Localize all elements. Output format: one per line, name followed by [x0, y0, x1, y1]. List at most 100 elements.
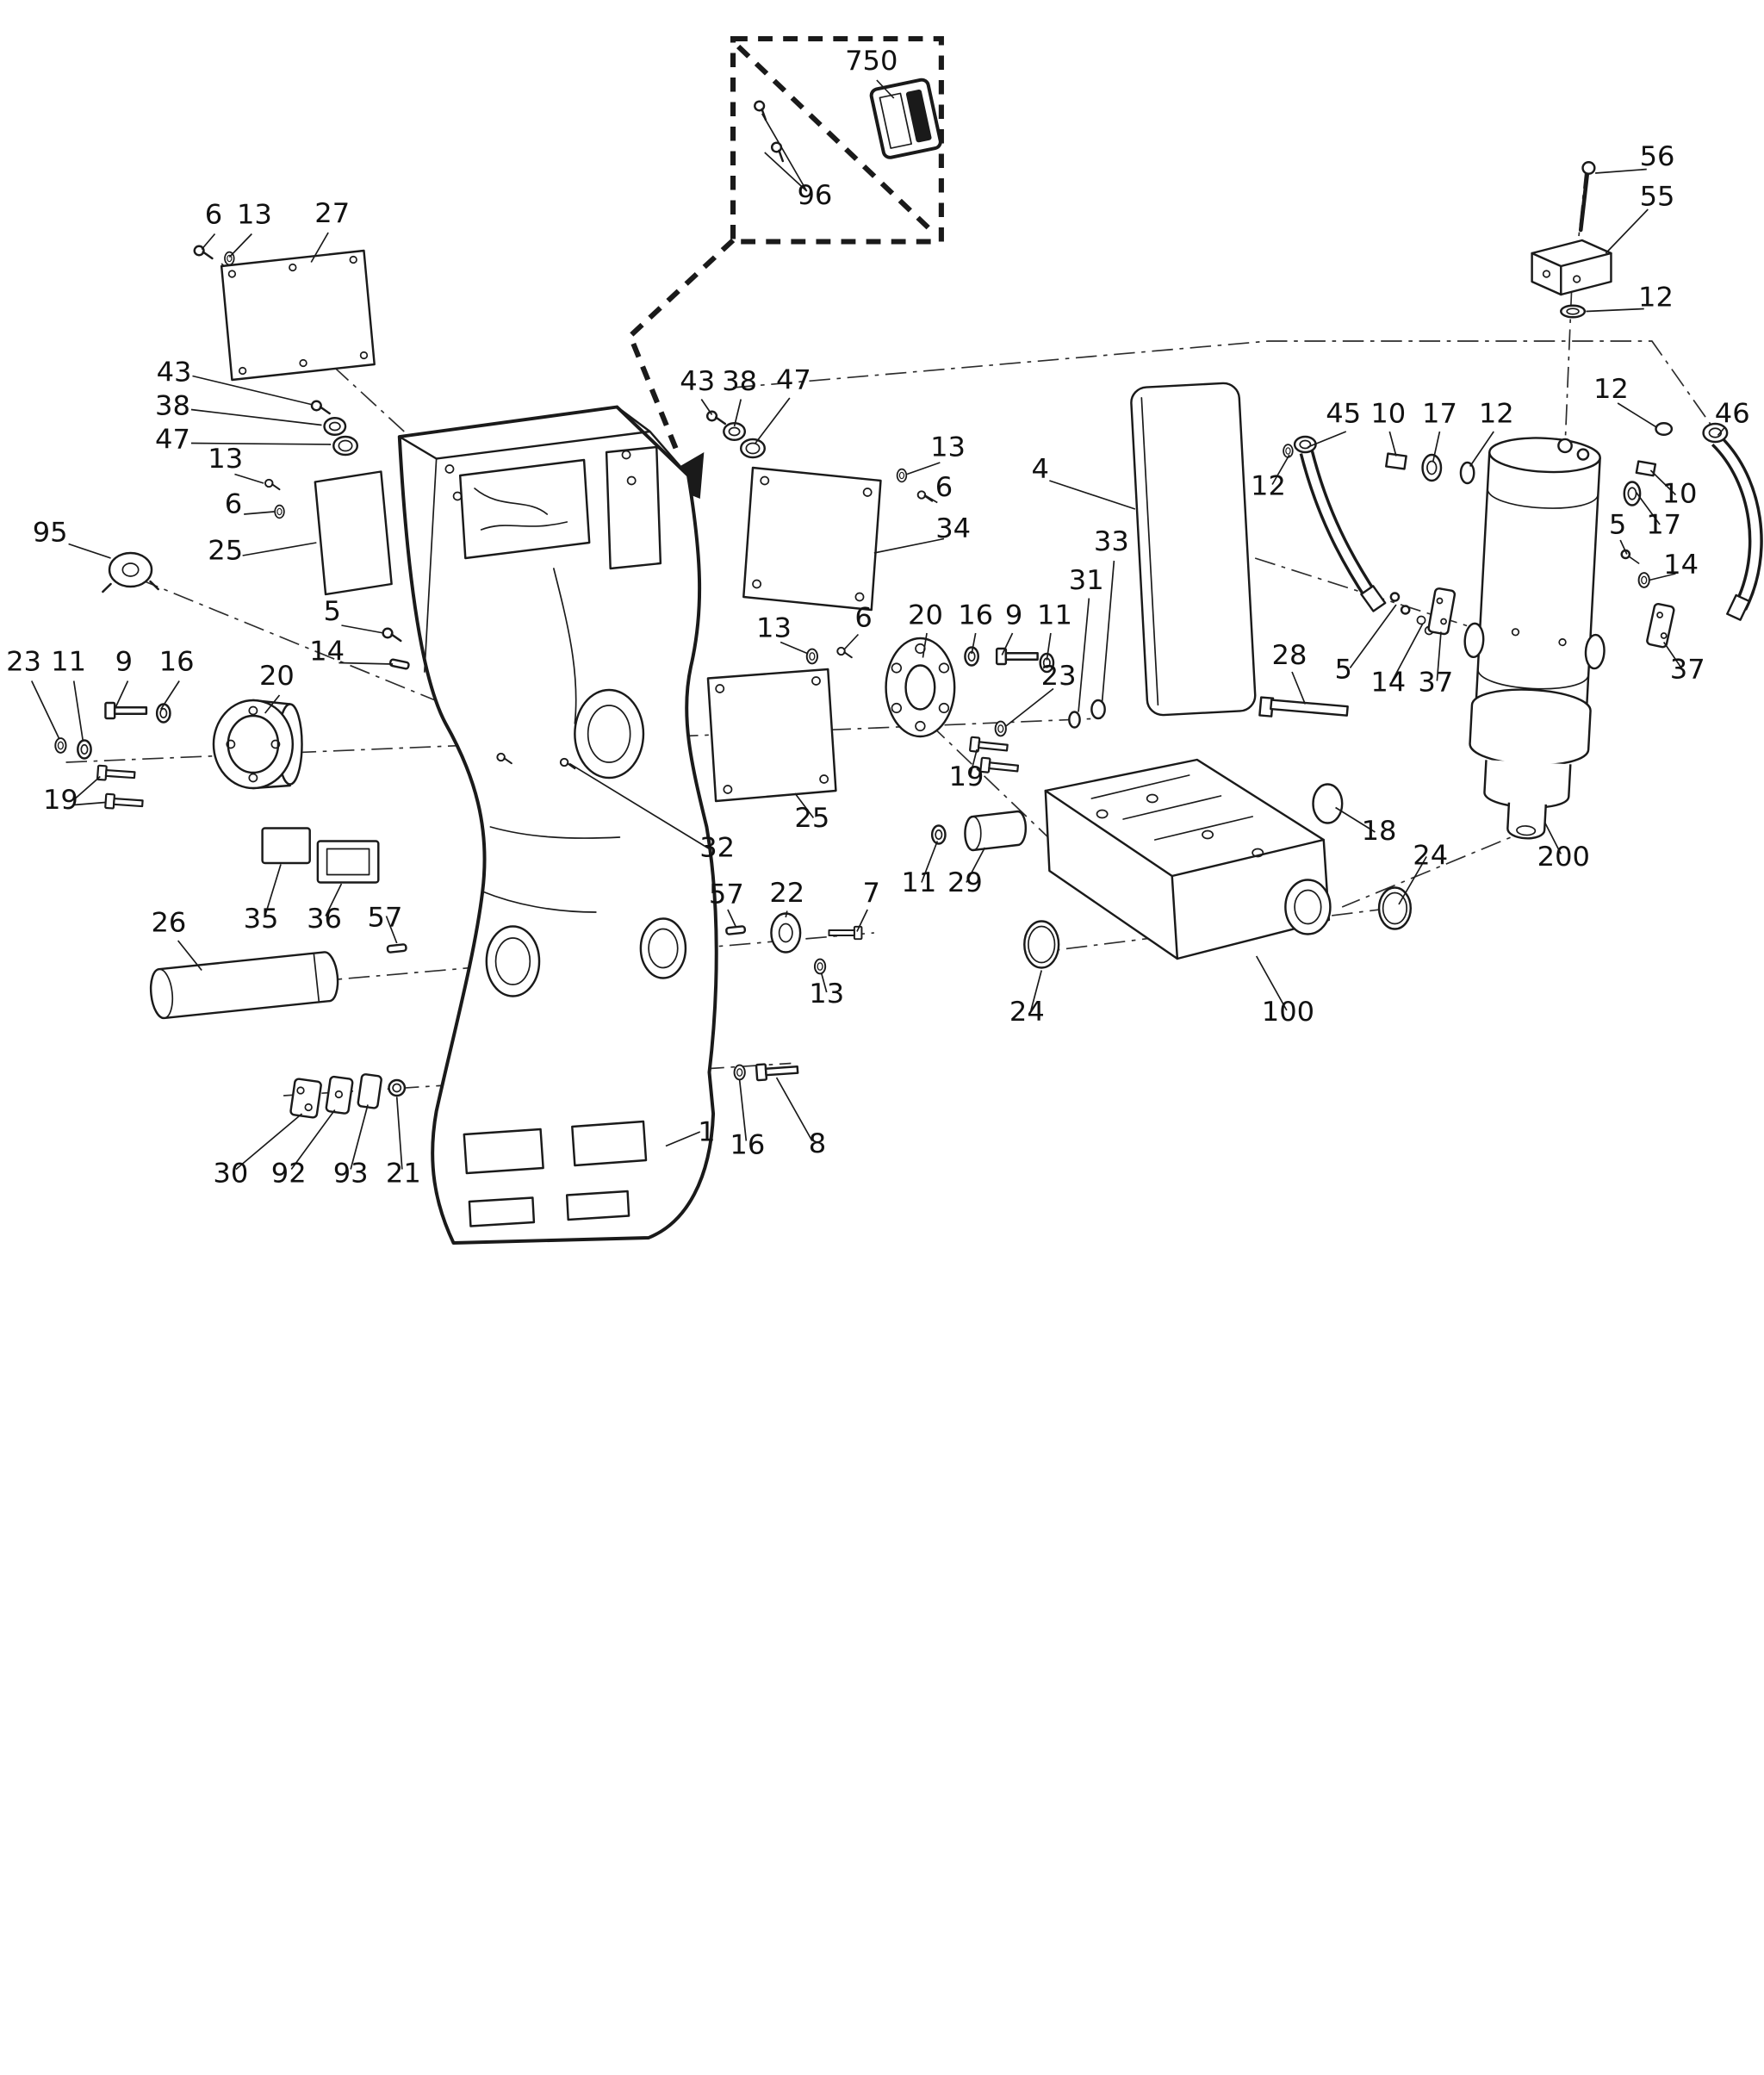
callout-label-46: 46 [1715, 397, 1750, 430]
ring-47-center [739, 438, 766, 459]
callout-label-25: 25 [794, 801, 829, 834]
callout-label-95: 95 [33, 516, 68, 549]
callout-label-9: 9 [115, 645, 133, 678]
callout-label-13: 13 [208, 442, 243, 475]
part-750-controller [869, 78, 942, 159]
washer-31 [1068, 711, 1081, 729]
callout-label-57: 57 [368, 901, 403, 934]
callout-label-93: 93 [333, 1157, 369, 1190]
leader-lines [30, 79, 1725, 1171]
callout-label-35: 35 [244, 902, 279, 935]
bolt-56 [1578, 161, 1596, 233]
callout-label-31: 31 [1069, 563, 1104, 596]
callout-label-14: 14 [1370, 666, 1406, 699]
plate-37-left [1427, 587, 1457, 636]
callout-label-55: 55 [1640, 180, 1675, 213]
callout-label-11: 11 [1037, 599, 1072, 631]
bolt-28 [1258, 696, 1349, 718]
fitting-10-right [1635, 460, 1657, 477]
callout-label-1: 1 [698, 1115, 715, 1148]
washer-13-near34 [896, 468, 908, 483]
callout-label-37: 37 [1670, 653, 1705, 686]
callout-label-38: 38 [155, 389, 190, 422]
bracket-100 [1044, 758, 1332, 960]
plate-25-center [706, 668, 837, 803]
callout-label-38: 38 [722, 364, 757, 397]
callout-label-10: 10 [1370, 397, 1406, 430]
washer-12-right [1655, 422, 1674, 436]
callout-label-19: 19 [949, 760, 984, 792]
callout-label-25: 25 [208, 534, 243, 567]
callout-label-14: 14 [1663, 548, 1699, 581]
clamp-95 [102, 551, 159, 593]
frame-36 [316, 840, 380, 884]
callout-label-24: 24 [1413, 839, 1448, 872]
fitting-17-right [1623, 481, 1642, 506]
callout-label-4: 4 [1031, 452, 1048, 485]
callout-label-56: 56 [1640, 140, 1675, 172]
ring-47-left [332, 435, 359, 457]
callout-label-11: 11 [901, 866, 936, 898]
washer-13-below [813, 958, 827, 975]
callout-label-20: 20 [908, 599, 943, 631]
callout-label-10: 10 [1662, 477, 1698, 510]
callout-label-8: 8 [809, 1127, 826, 1159]
callout-label-13: 13 [930, 431, 966, 463]
callout-label-30: 30 [213, 1157, 248, 1190]
callout-label-14: 14 [309, 635, 345, 668]
callout-label-100: 100 [1262, 995, 1314, 1028]
callout-label-43: 43 [157, 356, 192, 388]
callout-label-34: 34 [935, 512, 971, 544]
callout-label-18: 18 [1362, 814, 1397, 847]
callout-label-13: 13 [809, 977, 844, 1010]
callout-label-6: 6 [854, 601, 872, 634]
disc-22 [770, 912, 802, 954]
callout-label-6: 6 [225, 488, 242, 520]
callout-label-26: 26 [151, 906, 186, 939]
washer-12-left [1459, 461, 1475, 485]
pin-26 [149, 951, 339, 1020]
callout-label-47: 47 [776, 363, 811, 396]
pad-35 [261, 827, 311, 865]
hose-45 [1293, 435, 1387, 612]
inset-detail-box [730, 36, 944, 245]
grommet-38-left [323, 417, 347, 436]
callout-label-32: 32 [699, 831, 735, 864]
pin-57-left [386, 942, 408, 954]
callout-label-24: 24 [1009, 995, 1045, 1028]
oring-24-left [1023, 920, 1060, 969]
callout-label-5: 5 [323, 594, 340, 627]
washer-23-left [54, 737, 67, 754]
cylinder-port-right [1584, 633, 1606, 670]
flange-20-left [212, 699, 303, 790]
callout-label-36: 36 [307, 902, 342, 935]
callout-label-23: 23 [1041, 659, 1077, 692]
pin-57-center [724, 924, 747, 936]
callout-label-37: 37 [1418, 666, 1453, 699]
oring-18 [1312, 783, 1344, 824]
housing-window [458, 458, 591, 560]
callout-label-33: 33 [1094, 525, 1129, 557]
callout-label-21: 21 [386, 1157, 421, 1190]
washer-6-left [274, 504, 285, 519]
callout-label-5: 5 [1609, 508, 1626, 541]
bushing-29 [964, 810, 1028, 852]
callout-label-200: 200 [1537, 840, 1590, 873]
callout-label-57: 57 [709, 878, 744, 910]
wear-plate-4 [1130, 382, 1257, 717]
callout-label-16: 16 [159, 645, 195, 678]
washer-11-left [77, 739, 92, 760]
callout-label-12: 12 [1593, 372, 1629, 405]
housing-bore-right [639, 917, 687, 979]
callout-label-6: 6 [205, 198, 222, 231]
oring-24-right [1377, 886, 1413, 930]
callout-label-7: 7 [863, 876, 880, 909]
washer-33 [1090, 699, 1106, 720]
callout-label-20: 20 [259, 659, 295, 692]
washer-14-right [1637, 572, 1650, 588]
nut-21 [388, 1078, 407, 1097]
washer-16-bottom [733, 1064, 746, 1081]
callout-label-16: 16 [730, 1128, 765, 1161]
callout-label-16: 16 [958, 599, 993, 631]
